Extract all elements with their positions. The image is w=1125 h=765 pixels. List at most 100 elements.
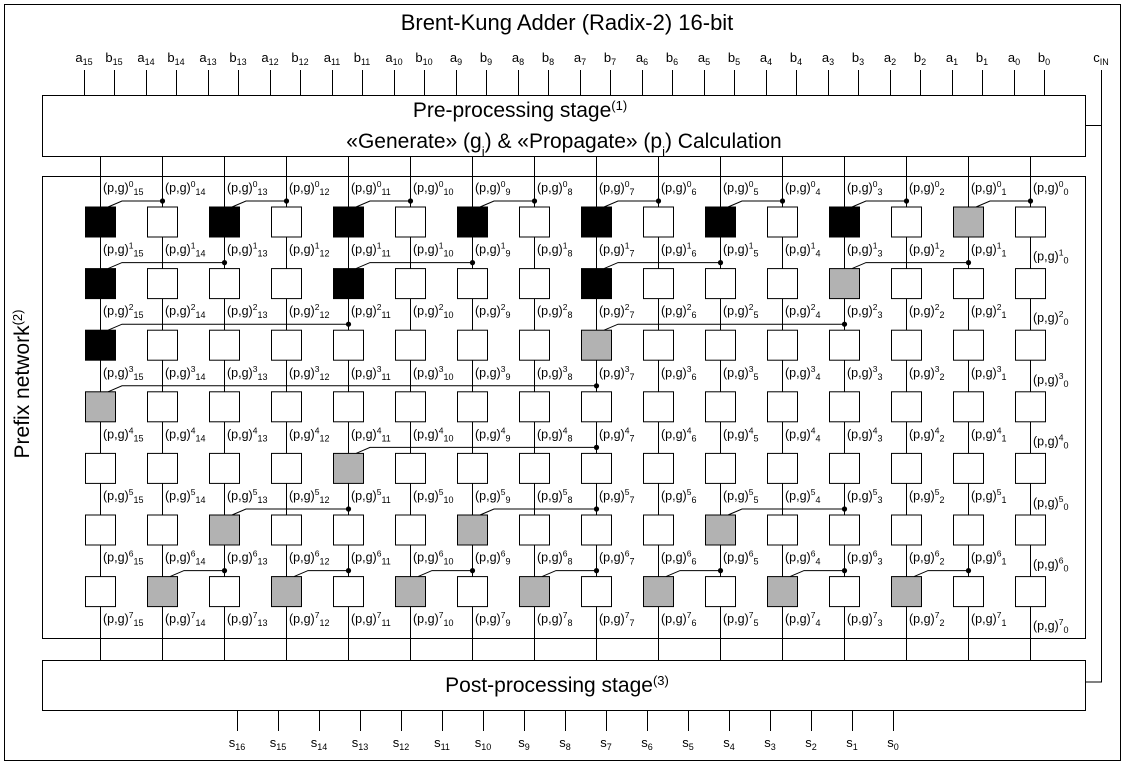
input-label: b5 [728, 50, 740, 67]
signal-label: (p,g)39 [475, 364, 510, 382]
white-buffer-cell [271, 391, 302, 423]
input-label: a13 [199, 50, 216, 67]
junction-dot [407, 198, 414, 204]
signal-label: (p,g)49 [475, 425, 510, 443]
signal-label: (p,g)15 [723, 241, 758, 259]
signal-label: (p,g)78 [537, 610, 572, 628]
junction-dot [159, 198, 166, 204]
white-buffer-cell [705, 576, 736, 608]
prefix-connection-wire [107, 200, 163, 208]
preprocessing-stage-box [42, 95, 1086, 157]
signal-label: (p,g)67 [599, 549, 634, 567]
signal-label: (p,g)36 [661, 364, 696, 382]
signal-label: (p,g)64 [785, 549, 820, 567]
input-label: a2 [884, 50, 896, 67]
signal-label: (p,g)40 [1033, 432, 1068, 450]
junction-dot [841, 321, 848, 327]
signal-label: (p,g)011 [351, 179, 391, 197]
signal-label: (p,g)114 [165, 241, 205, 259]
prefix-connection-wire [727, 508, 845, 516]
signal-label: (p,g)77 [599, 610, 634, 628]
white-buffer-cell [395, 391, 426, 423]
white-buffer-cell [891, 268, 922, 300]
signal-label: (p,g)61 [971, 549, 1006, 567]
prefix-network-label: Prefix network(2) [10, 310, 35, 459]
signal-label: (p,g)714 [165, 610, 205, 628]
junction-dot [469, 568, 476, 574]
white-buffer-cell [1015, 576, 1046, 608]
prefix-network-frame [42, 176, 1086, 639]
junction-dot [841, 568, 848, 574]
junction-dot [221, 260, 228, 266]
signal-label: (p,g)610 [413, 549, 453, 567]
white-buffer-cell [705, 329, 736, 361]
prefix-connection-wire [107, 323, 349, 331]
white-buffer-cell [953, 329, 984, 361]
postprocessing-stage-box [42, 660, 1086, 711]
white-buffer-cell [147, 514, 178, 546]
signal-label: (p,g)04 [785, 179, 820, 197]
signal-label: (p,g)48 [537, 425, 572, 443]
input-label: a4 [760, 50, 772, 67]
signal-label: (p,g)013 [227, 179, 267, 197]
signal-label: (p,g)10 [1033, 248, 1068, 266]
gray-prefix-cell [333, 452, 364, 484]
prefix-connection-wire [603, 323, 845, 331]
signal-label: (p,g)59 [475, 487, 510, 505]
signal-label: (p,g)13 [847, 241, 882, 259]
signal-label: (p,g)45 [723, 425, 758, 443]
gray-prefix-cell [705, 514, 736, 546]
input-label: a1 [946, 50, 958, 67]
white-buffer-cell [829, 391, 860, 423]
prefix-connection-wire [727, 200, 783, 208]
output-label: s6 [641, 735, 653, 752]
input-label: b15 [105, 50, 122, 67]
input-label: a14 [137, 50, 154, 67]
prefix-cell-layer [85, 206, 1046, 608]
signal-label: (p,g)35 [723, 364, 758, 382]
signal-label: (p,g)112 [289, 241, 329, 259]
junction-dot [593, 568, 600, 574]
signal-label: (p,g)26 [661, 302, 696, 320]
white-buffer-cell [953, 514, 984, 546]
white-buffer-cell [457, 268, 488, 300]
white-buffer-cell [457, 576, 488, 608]
prefix-connection-wire [107, 385, 597, 393]
signal-label: (p,g)25 [723, 302, 758, 320]
white-buffer-cell [271, 206, 302, 238]
input-label: b10 [415, 50, 432, 67]
gray-prefix-cell [581, 329, 612, 361]
signal-label: (p,g)37 [599, 364, 634, 382]
output-label: s8 [559, 735, 571, 752]
input-label: b3 [852, 50, 864, 67]
prefix-connection-wire [603, 200, 659, 208]
white-buffer-cell [643, 514, 674, 546]
white-buffer-cell [643, 206, 674, 238]
white-buffer-cell [891, 452, 922, 484]
signal-label: (p,g)413 [227, 425, 267, 443]
signal-label: (p,g)715 [103, 610, 143, 628]
junction-dot [469, 260, 476, 266]
white-buffer-cell [953, 268, 984, 300]
input-label: b12 [291, 50, 308, 67]
signal-label: (p,g)315 [103, 364, 143, 382]
prefix-connection-wire [231, 200, 287, 208]
white-buffer-cell [85, 514, 116, 546]
output-label: s7 [600, 735, 612, 752]
white-buffer-cell [147, 329, 178, 361]
white-buffer-cell [333, 576, 364, 608]
postprocessing-stage-title: Post-processing stage(3) [445, 673, 669, 698]
signal-label: (p,g)314 [165, 364, 205, 382]
input-label: a12 [261, 50, 278, 67]
gray-prefix-cell [767, 576, 798, 608]
gray-prefix-cell [85, 391, 116, 423]
diagram-title: Brent-Kung Adder (Radix-2) 16-bit [401, 10, 734, 35]
signal-label: (p,g)27 [599, 302, 634, 320]
signal-label: (p,g)01 [971, 179, 1006, 197]
black-prefix-cell [581, 206, 612, 238]
signal-label: (p,g)510 [413, 487, 453, 505]
signal-label: (p,g)62 [909, 549, 944, 567]
signal-label: (p,g)514 [165, 487, 205, 505]
signal-label: (p,g)214 [165, 302, 205, 320]
white-buffer-cell [1015, 206, 1046, 238]
